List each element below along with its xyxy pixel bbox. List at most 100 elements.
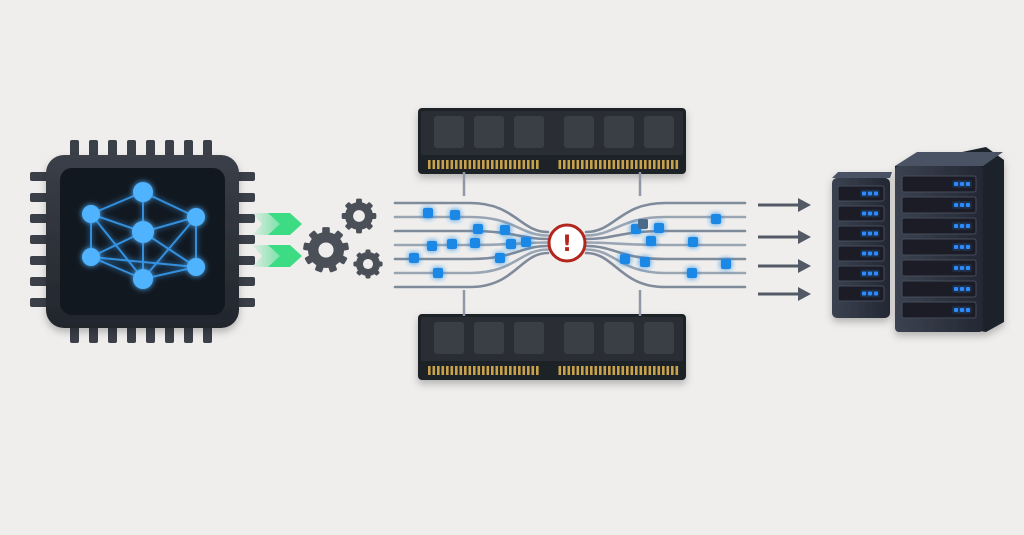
memory-chip [564,322,594,354]
server-slot [837,285,885,302]
data-packet-icon [447,239,457,249]
data-wire [584,241,747,247]
memory-chip [434,322,464,354]
server-led [966,266,970,270]
server-slot [901,259,977,277]
server-led [862,191,866,196]
server-slot [901,280,977,298]
server-slot [901,217,977,235]
server-led [874,191,878,196]
memory-chip [604,116,634,148]
double-chevron-arrow-icon [252,245,302,267]
server-led [966,245,970,249]
server-led [966,203,970,207]
alert-symbol: ! [562,232,572,257]
server-rack-large [895,147,1004,332]
data-packet-icon [495,253,505,263]
server-led [868,291,872,296]
server-led [954,203,958,207]
memory-chip [474,116,504,148]
server-led [954,182,958,186]
memory-chip [644,116,674,148]
server-led [862,211,866,216]
arrow-right-icon [758,287,811,301]
data-wire [584,244,747,261]
server-slot [901,301,977,319]
server-rack-small [832,172,892,318]
data-packet-icon [721,259,731,269]
server-led [960,266,964,270]
neural-network-icon [82,182,205,289]
server-slot [837,185,885,202]
memory-module-top [418,108,686,174]
server-led [966,182,970,186]
data-packet-icon [433,268,443,278]
data-wire [584,201,747,234]
data-packet-icon [654,223,664,233]
server-led [960,203,964,207]
memory-chip [474,322,504,354]
data-packet-icon [423,208,433,218]
server-led [874,271,878,276]
server-led [954,308,958,312]
data-packet-icon [470,238,480,248]
arrow-right-icon [758,230,811,244]
server-slot [837,225,885,242]
server-led [960,224,964,228]
server-led [862,291,866,296]
data-packets [409,208,731,278]
server-led [966,224,970,228]
server-led [868,191,872,196]
server-led [868,271,872,276]
gear-icon [341,198,377,234]
processing-gears [303,198,383,279]
bottleneck-alert-icon: ! [547,223,587,263]
server-slot [837,205,885,222]
server-slot [901,196,977,214]
chip-pins [30,140,255,343]
server-led [862,251,866,256]
memory-chip [644,322,674,354]
data-wire [393,244,550,261]
gear-icon [303,227,349,273]
server-slot [901,175,977,193]
server-led [868,211,872,216]
data-wire [584,215,747,237]
data-wire [584,229,747,241]
data-wire [393,251,550,289]
server-led [874,251,878,256]
data-wire [393,201,550,234]
output-arrows [758,198,811,301]
data-wire [393,215,550,237]
server-led [960,308,964,312]
server-led [960,287,964,291]
ai-processor-chip [30,140,255,343]
server-led [874,231,878,236]
memory-chip [564,116,594,148]
data-wire [393,229,550,241]
server-slot [837,265,885,282]
data-packet-icon [688,237,698,247]
data-packet-icon [687,268,697,278]
server-led [960,182,964,186]
server-led [874,211,878,216]
server-led [960,245,964,249]
server-slot [837,245,885,262]
double-chevron-arrow-icon [252,213,302,235]
data-packet-icon [640,257,650,267]
server-led [966,308,970,312]
data-packet-icon [427,241,437,251]
data-packet-icon [711,214,721,224]
memory-connectors [462,172,642,316]
arrow-right-icon [758,198,811,212]
gear-icon [353,249,383,279]
server-led [862,271,866,276]
arrow-right-icon [758,259,811,273]
data-packet-icon [473,224,483,234]
data-packet-icon [506,239,516,249]
data-packet-icon [521,237,531,247]
data-packet-icon [638,219,648,229]
server-led [954,266,958,270]
